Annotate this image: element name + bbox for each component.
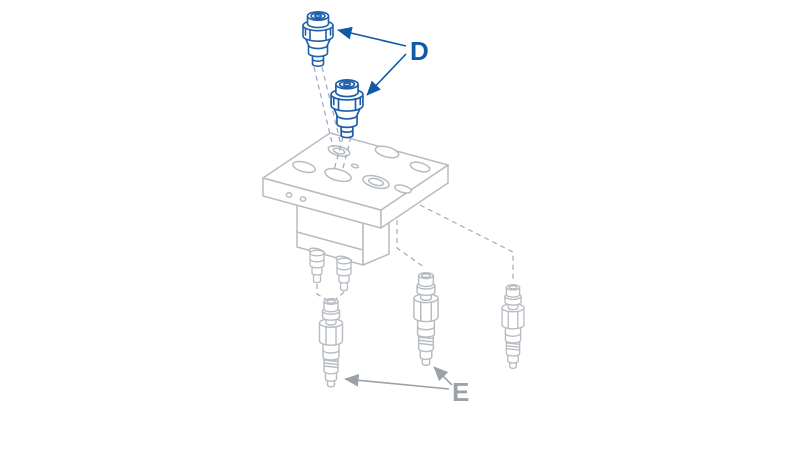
screw-hole bbox=[350, 163, 360, 169]
alignment-line bbox=[341, 136, 352, 173]
port-hole bbox=[374, 145, 400, 159]
port-hole bbox=[324, 167, 352, 183]
port-hole bbox=[409, 161, 431, 173]
port-hole-inner bbox=[367, 177, 385, 187]
alignment-lines-lower bbox=[316, 204, 514, 301]
port-hole bbox=[393, 184, 413, 194]
alignment-line bbox=[313, 66, 334, 148]
quick-coupling-upper bbox=[302, 11, 334, 67]
manifold-block bbox=[262, 132, 449, 292]
alignment-line bbox=[333, 136, 344, 171]
alignment-line bbox=[316, 284, 328, 301]
label-d: D bbox=[410, 36, 429, 66]
screw-hole bbox=[299, 196, 307, 202]
leader-line-e-left bbox=[344, 373, 450, 390]
callout-e: E bbox=[344, 366, 469, 407]
block-port-stem-left bbox=[309, 249, 325, 284]
callout-d: D bbox=[337, 26, 429, 96]
quick-coupling-lower bbox=[330, 79, 364, 139]
port-hole bbox=[292, 160, 316, 174]
block-port-stem-right bbox=[336, 257, 352, 292]
leader-line-d-upper bbox=[337, 26, 407, 47]
alignment-line bbox=[396, 220, 425, 268]
alignment-line bbox=[419, 204, 514, 281]
block-lower-side-face bbox=[362, 221, 390, 266]
leader-line-d-lower bbox=[366, 53, 407, 96]
label-e: E bbox=[452, 377, 469, 407]
alignment-line bbox=[335, 291, 345, 300]
leader-line-e-middle bbox=[433, 366, 453, 386]
cartridge-valve-middle bbox=[413, 271, 439, 366]
screw-hole bbox=[285, 192, 293, 198]
cartridge-valve-right bbox=[501, 284, 525, 370]
block-lower-groove bbox=[296, 231, 364, 251]
cartridge-valve-left bbox=[318, 298, 344, 388]
top-face-ports bbox=[292, 144, 431, 194]
